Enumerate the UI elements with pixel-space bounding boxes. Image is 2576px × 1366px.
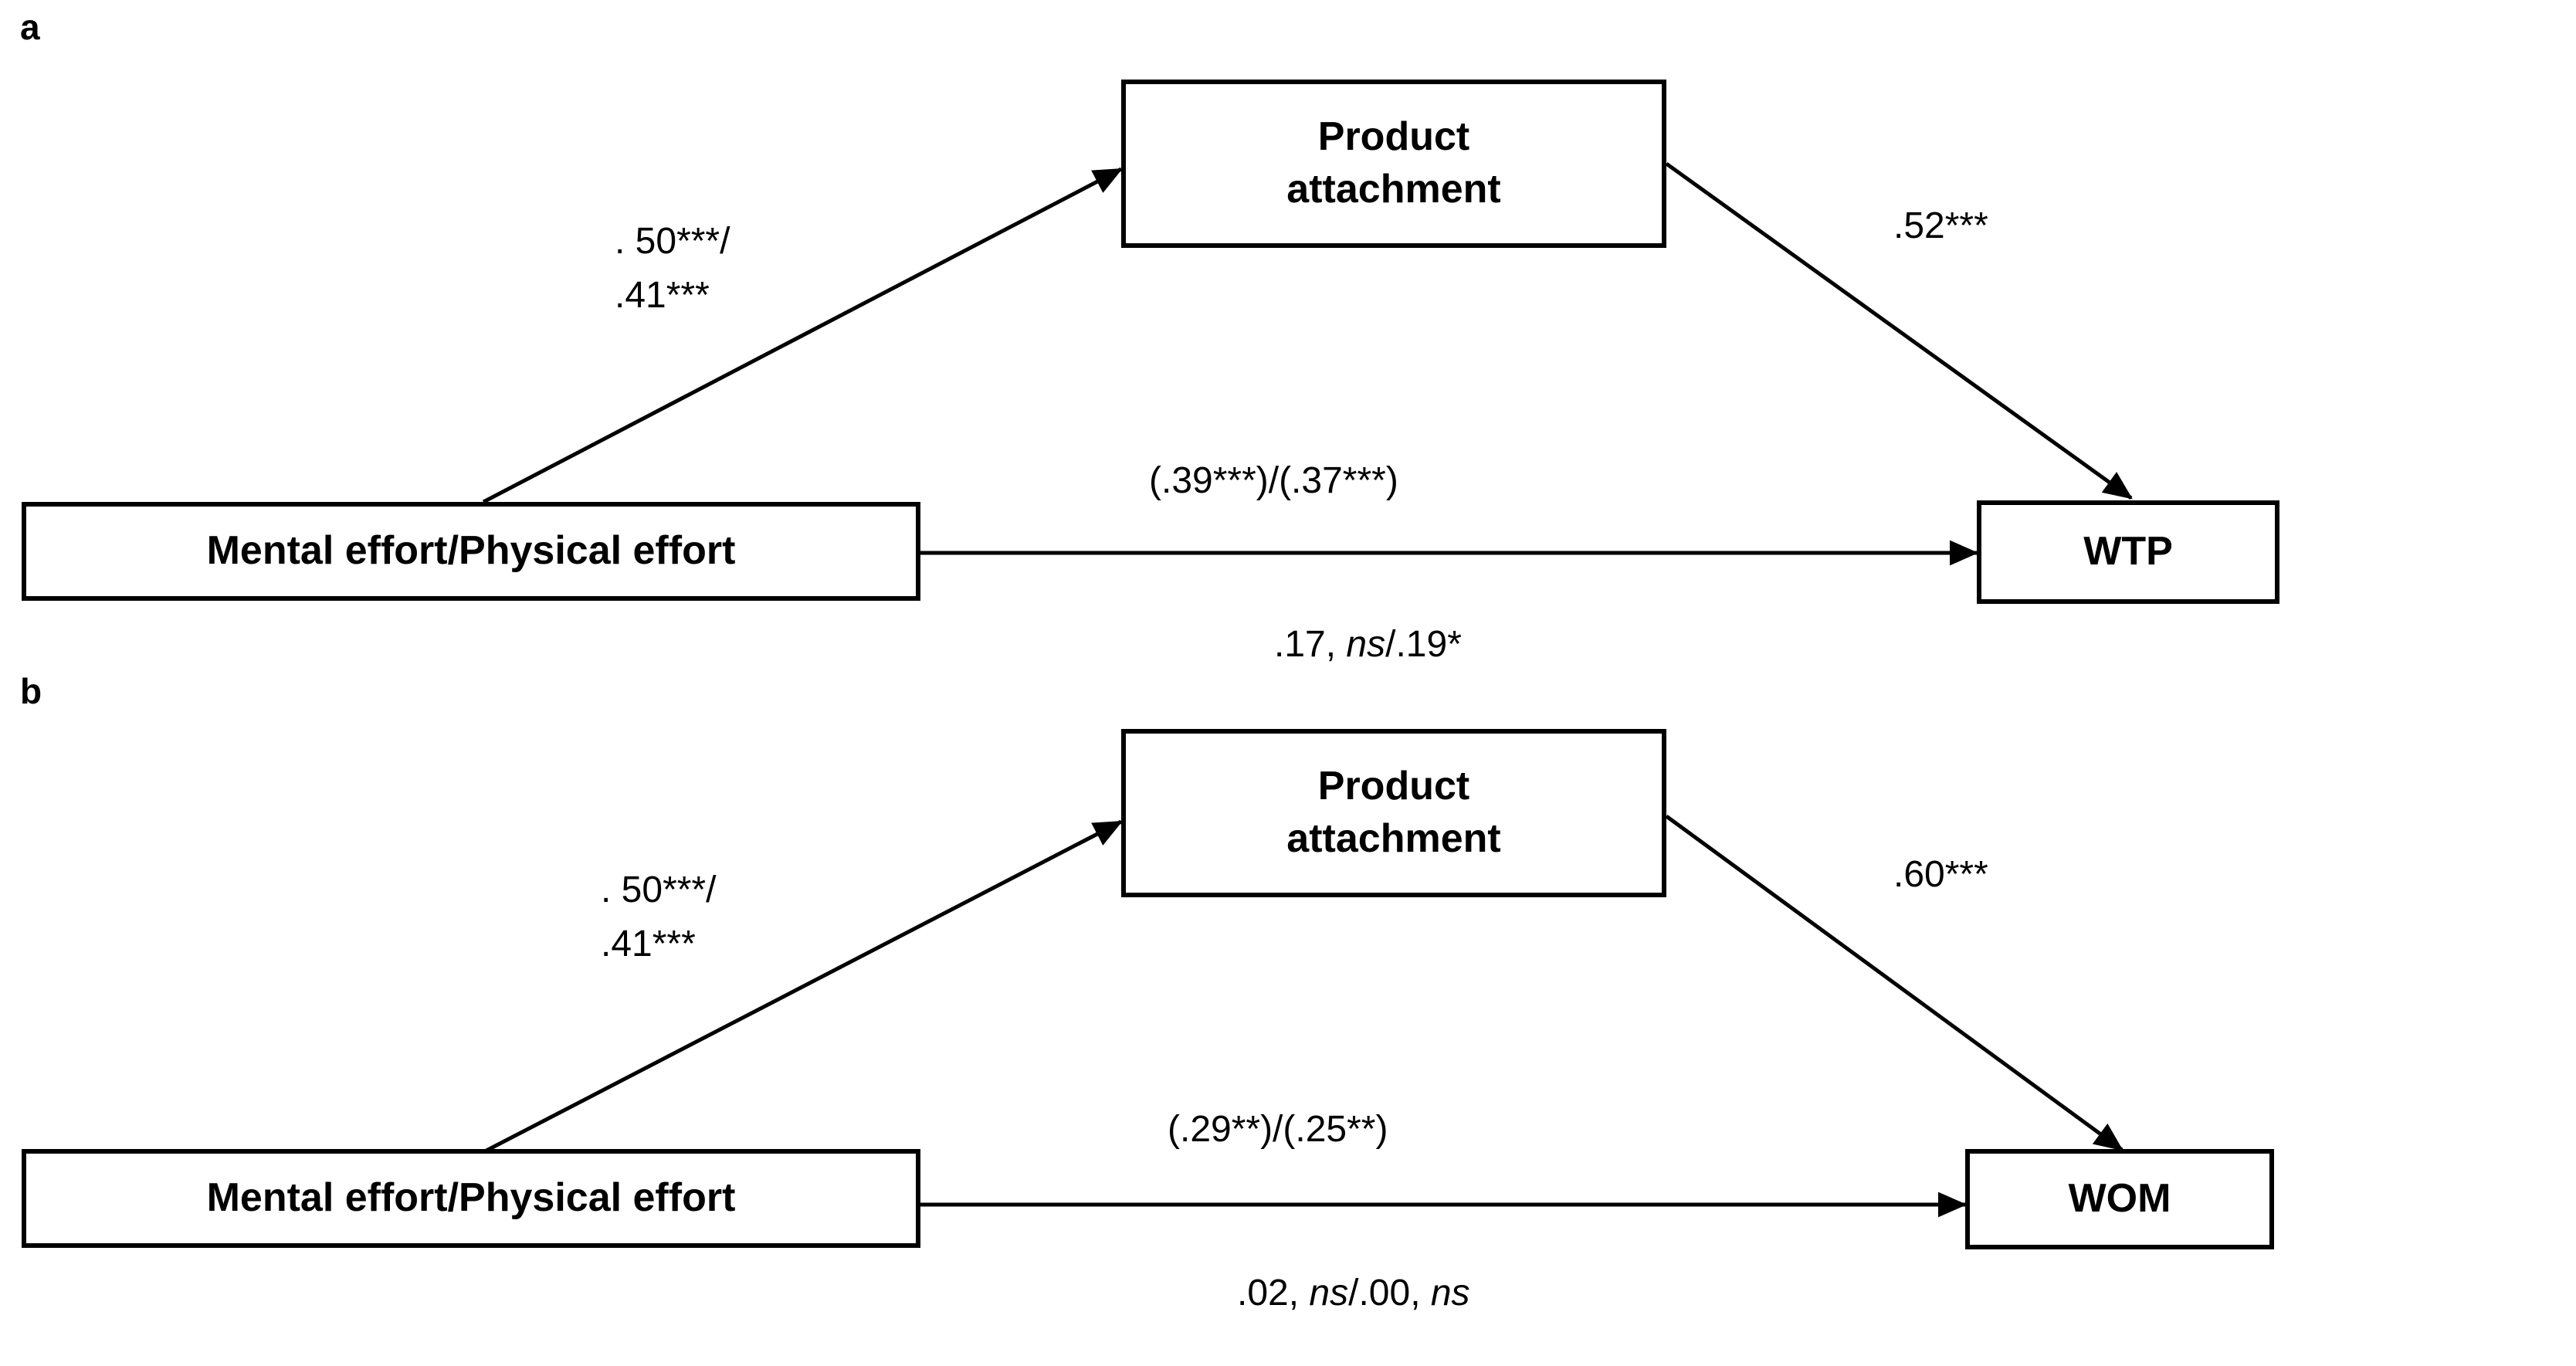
path-label-a-coefficient-line2: .41***	[615, 275, 710, 316]
node-predictor-label: Mental effort/Physical effort	[206, 1175, 736, 1221]
mediation-figure: a Product attachment	[0, 0, 2576, 1322]
path-label-a-coefficient-line1: . 50***/	[615, 221, 730, 262]
path-label-a-coefficient-line2: .41***	[601, 924, 696, 964]
node-predictor-effort[interactable]: Mental effort/Physical effort	[22, 1149, 920, 1248]
c-direct-post: /.19*	[1385, 624, 1462, 666]
node-mediator-product-attachment[interactable]: Product attachment	[1121, 729, 1666, 897]
panel-b-connectors	[482, 814, 2124, 1218]
path-label-c-direct-effect: .02, ns/.00, ns	[1175, 1222, 1793, 1366]
path-label-c-direct-effect: .17, ns/.19*	[1212, 573, 1784, 717]
node-predictor-effort[interactable]: Mental effort/Physical effort	[22, 502, 920, 601]
arrow-mediator-to-outcome	[1665, 161, 2133, 500]
node-outcome-label: WTP	[2083, 529, 2173, 575]
path-label-b-coefficient: .60***	[1893, 854, 1988, 895]
arrow-mediator-to-outcome	[1665, 814, 2124, 1152]
path-label-b-coefficient: .52***	[1893, 205, 1988, 246]
node-outcome-wtp[interactable]: WTP	[1977, 500, 2279, 604]
path-label-a-coefficient-line1: . 50***/	[601, 869, 717, 910]
panel-a-label: a	[20, 7, 40, 47]
panel-b-label: b	[20, 671, 42, 711]
c-direct-ns: ns	[1346, 624, 1386, 666]
c-direct-pre: .02,	[1237, 1273, 1310, 1314]
arrow-predictor-to-mediator	[482, 167, 1123, 504]
path-label-c-total-effect: (.39***)/(.37***)	[1149, 460, 1398, 501]
node-mediator-label: Product attachment	[1286, 114, 1501, 212]
panel-a-connectors	[482, 161, 2133, 566]
c-direct-pre: .17,	[1274, 624, 1347, 666]
c-direct-post: /.00,	[1348, 1273, 1431, 1314]
c-direct-ns: ns	[1309, 1273, 1349, 1314]
node-predictor-label: Mental effort/Physical effort	[206, 528, 736, 574]
arrow-predictor-to-mediator	[482, 819, 1123, 1154]
node-outcome-label: WOM	[2068, 1176, 2171, 1222]
c-direct-ns2: ns	[1430, 1273, 1470, 1314]
panel-a: a Product attachment	[0, 0, 2576, 665]
node-mediator-product-attachment[interactable]: Product attachment	[1121, 80, 1666, 248]
path-label-c-total-effect: (.29**)/(.25**)	[1168, 1109, 1388, 1150]
panel-b: b Product attachment Mental effort/Phy	[0, 664, 2576, 1322]
node-outcome-wom[interactable]: WOM	[1965, 1149, 2274, 1249]
node-mediator-label: Product attachment	[1286, 764, 1501, 861]
